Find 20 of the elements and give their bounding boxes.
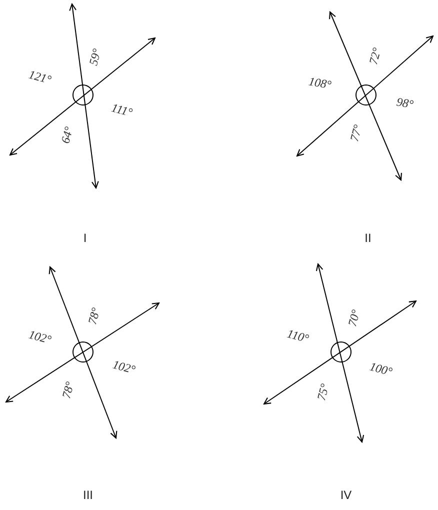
figure-number: III [83, 489, 93, 501]
angle-label: 121° [27, 68, 53, 86]
angle-label: 59° [87, 47, 103, 67]
angle-label: 75° [315, 382, 331, 402]
angle-label: 64° [59, 125, 75, 145]
angle-label: 70° [346, 308, 362, 328]
angle-label: 72° [367, 46, 383, 66]
figure-number: I [83, 232, 87, 244]
angle-label: 110° [286, 327, 310, 345]
angle-label: 102° [27, 328, 53, 346]
angle-label: 78° [60, 380, 76, 400]
figure-number: IV [340, 489, 352, 501]
angle-label: 111° [110, 101, 134, 119]
angle-label: 77° [348, 123, 364, 143]
figure-number: II [364, 232, 372, 244]
angle-label: 100° [368, 360, 394, 378]
angle-label: 108° [308, 75, 332, 91]
angle-label: 78° [86, 306, 102, 326]
angle-label: 102° [111, 358, 137, 376]
angle-label: 98° [396, 96, 414, 110]
